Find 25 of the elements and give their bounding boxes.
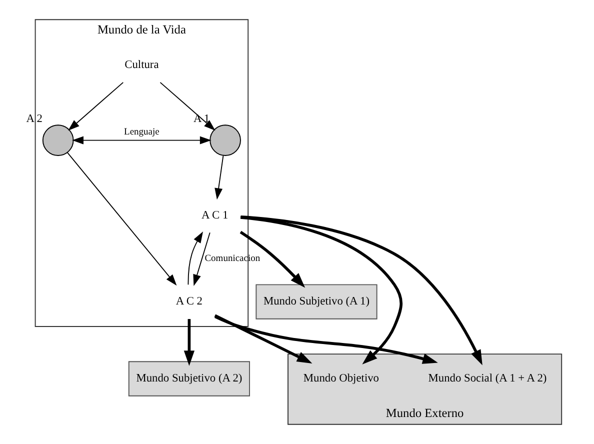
node-text: Cultura xyxy=(124,59,158,72)
arrow xyxy=(240,216,402,364)
node-text: A C 1 xyxy=(201,209,228,222)
node-box: Mundo Subjetivo (A 1) xyxy=(255,284,377,320)
node-label: A 2 xyxy=(26,112,42,125)
arrow xyxy=(239,230,305,288)
arrow xyxy=(72,136,211,144)
arrow xyxy=(240,216,482,366)
arrow xyxy=(214,155,224,200)
arrow xyxy=(183,319,194,366)
node-circle xyxy=(209,124,240,156)
arrow xyxy=(159,82,215,131)
arrow xyxy=(187,232,203,286)
node-text: Mundo Objetivo xyxy=(302,372,379,385)
node-text: Mundo Social (A 1 + A 2) xyxy=(428,372,546,385)
node-text: A C 2 xyxy=(175,296,202,308)
node-box: Mundo Subjetivo (A 2) xyxy=(128,361,250,396)
arrow xyxy=(68,82,124,131)
arrow xyxy=(214,314,312,364)
node-label: A 1 xyxy=(192,112,210,125)
arrow xyxy=(66,152,176,286)
node-circle xyxy=(42,124,74,156)
arrow xyxy=(192,232,210,286)
edge-label: Lenguaje xyxy=(124,128,159,138)
arrow xyxy=(214,315,438,364)
